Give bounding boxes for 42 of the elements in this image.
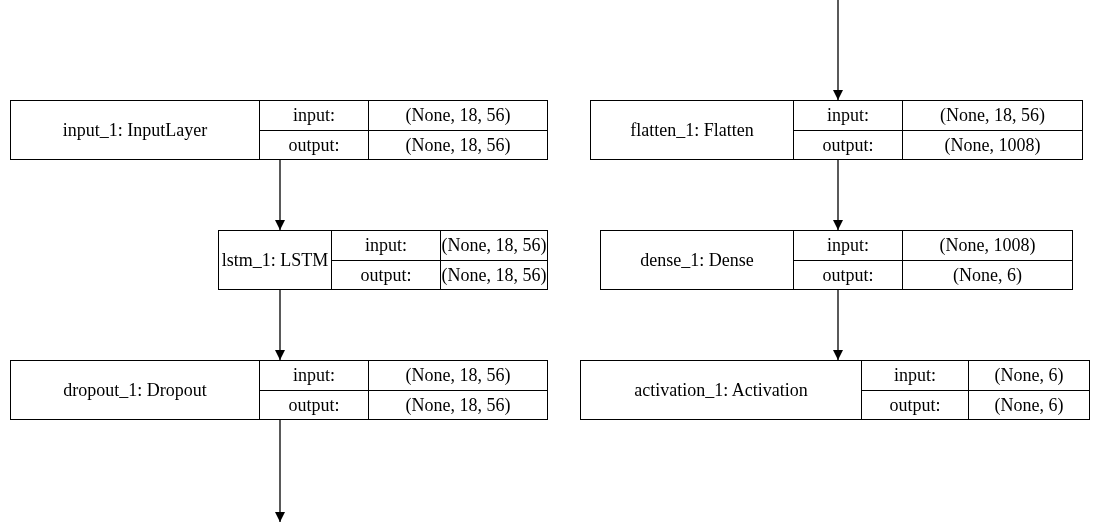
field-label: input: <box>293 105 335 126</box>
layer-name: input_1: InputLayer <box>62 119 208 141</box>
field-label: output: <box>889 394 941 416</box>
shape-value: (None, 18, 56) <box>441 264 547 286</box>
shape-value: (None, 6) <box>994 394 1064 416</box>
field-label: input: <box>293 365 335 386</box>
arrow <box>275 289 285 361</box>
field-label: input: <box>365 235 407 256</box>
layer-record <box>580 360 1090 420</box>
layer-name: flatten_1: Flatten <box>630 119 754 141</box>
layer-record <box>10 360 548 420</box>
field-label: input: <box>827 235 869 256</box>
shape-value: (None, 18, 56) <box>405 394 511 416</box>
layer-name: dropout_1: Dropout <box>63 379 207 401</box>
layer-name: dense_1: Dense <box>640 249 754 271</box>
shape-value: (None, 18, 56) <box>441 235 547 256</box>
layer-record <box>590 100 1083 160</box>
field-label: output: <box>288 134 340 156</box>
field-label: output: <box>822 134 874 156</box>
shape-value: (None, 18, 56) <box>940 105 1045 126</box>
field-label: output: <box>822 264 874 286</box>
layer-record <box>600 230 1073 290</box>
shape-value: (None, 1008) <box>944 134 1041 156</box>
layer-name: activation_1: Activation <box>634 379 808 401</box>
arrow <box>275 159 285 231</box>
arrow <box>833 289 843 361</box>
shape-value: (None, 18, 56) <box>405 365 511 386</box>
arrow <box>275 419 285 523</box>
shape-value: (None, 18, 56) <box>405 105 511 126</box>
layer-record <box>10 100 548 160</box>
shape-value: (None, 6) <box>994 365 1064 386</box>
field-label: input: <box>894 365 936 386</box>
layer-name: lstm_1: LSTM <box>221 249 329 271</box>
shape-value: (None, 18, 56) <box>405 134 511 156</box>
field-label: output: <box>360 264 412 286</box>
shape-value: (None, 1008) <box>939 235 1036 256</box>
arrow <box>833 159 843 231</box>
layer-record <box>218 230 548 290</box>
field-label: input: <box>827 105 869 126</box>
shape-value: (None, 6) <box>953 264 1022 286</box>
field-label: output: <box>288 394 340 416</box>
arrow <box>833 0 843 101</box>
